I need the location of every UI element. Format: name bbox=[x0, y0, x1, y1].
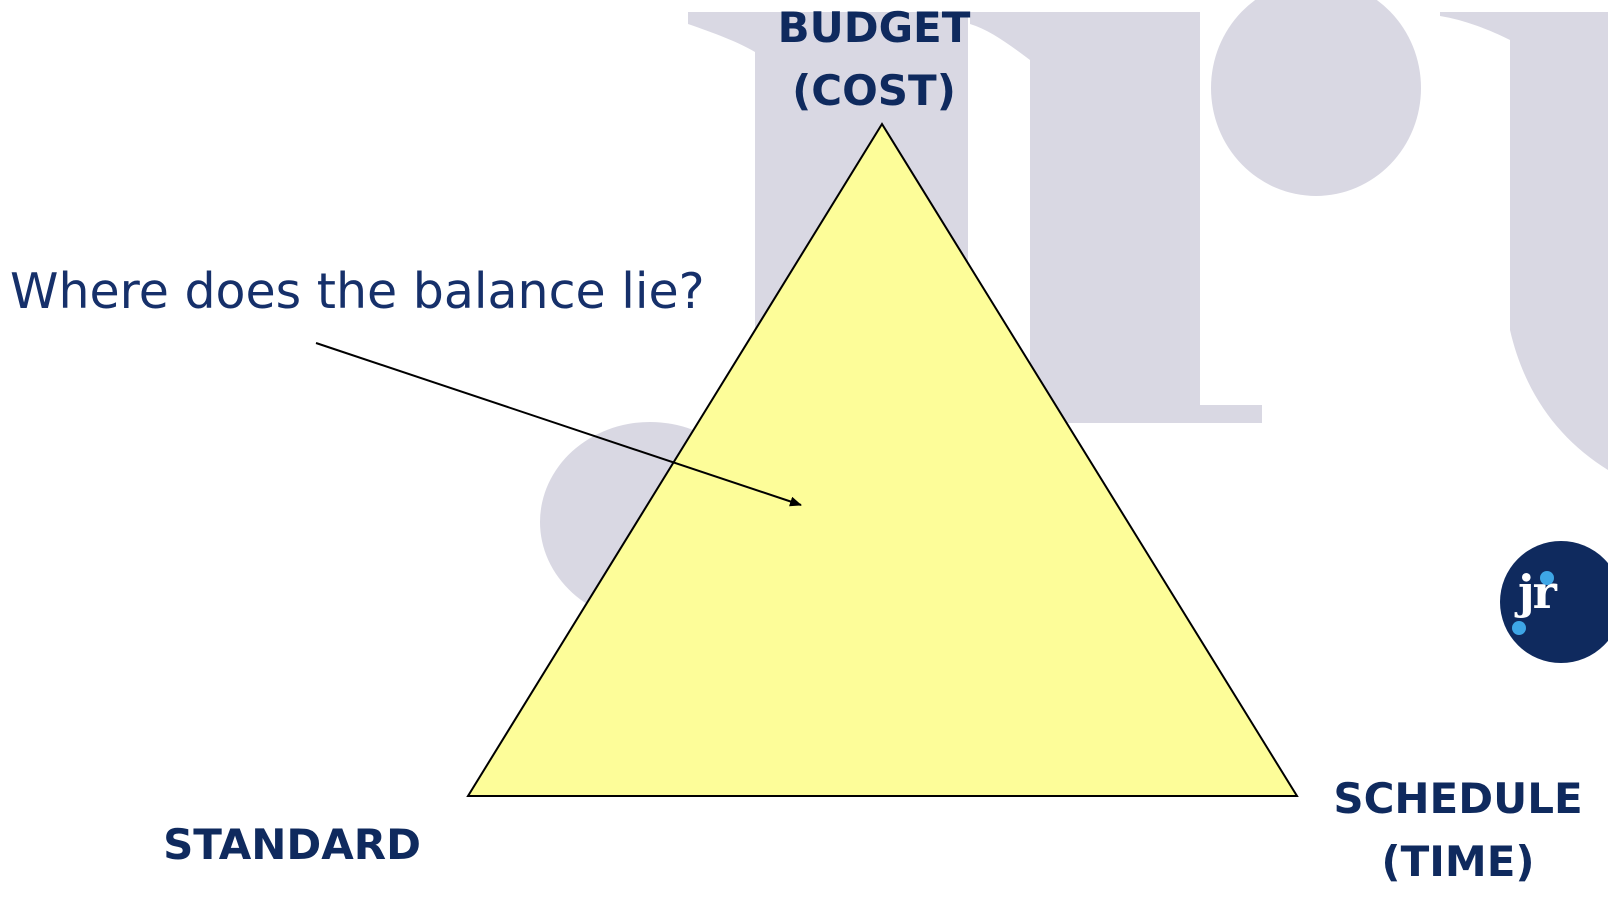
standard-label-line1: STANDARD bbox=[163, 820, 421, 869]
pointer-arrow bbox=[315, 342, 802, 507]
schedule-label-line1: SCHEDULE bbox=[1333, 774, 1583, 823]
vertex-label-budget: BUDGET (COST) bbox=[745, 0, 1003, 122]
project-triangle bbox=[466, 122, 1299, 797]
watermark-r-stem bbox=[970, 12, 1262, 423]
vertex-label-standard: STANDARD bbox=[160, 813, 424, 876]
vertex-label-schedule: SCHEDULE (TIME) bbox=[1308, 767, 1608, 893]
watermark-u-stem bbox=[1440, 12, 1608, 470]
logo-dot-icon bbox=[1512, 621, 1526, 635]
watermark-r-bulb bbox=[1211, 0, 1421, 196]
budget-label-line2: (COST) bbox=[792, 66, 956, 115]
logo-dot-icon bbox=[1540, 571, 1554, 585]
budget-label-line1: BUDGET bbox=[777, 3, 971, 52]
balance-question: Where does the balance lie? bbox=[10, 263, 705, 320]
jr-logo-badge: jr bbox=[1500, 541, 1608, 663]
schedule-label-line2: (TIME) bbox=[1381, 837, 1535, 886]
